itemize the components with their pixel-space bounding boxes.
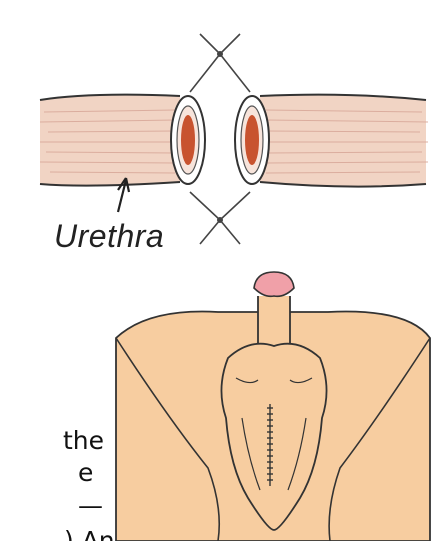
text-fragment: — — [78, 493, 103, 518]
urethra-label: Urethra — [54, 218, 164, 255]
text-fragment: e — [78, 460, 93, 485]
text-fragment: ) An — [64, 528, 115, 541]
left-urethral-segment — [40, 95, 180, 186]
penis — [254, 272, 294, 348]
right-lumen — [235, 96, 269, 184]
right-urethral-segment — [260, 95, 428, 187]
left-lumen — [171, 96, 205, 184]
text-fragment: the — [63, 428, 104, 453]
perineal-anatomy-diagram — [108, 268, 437, 541]
